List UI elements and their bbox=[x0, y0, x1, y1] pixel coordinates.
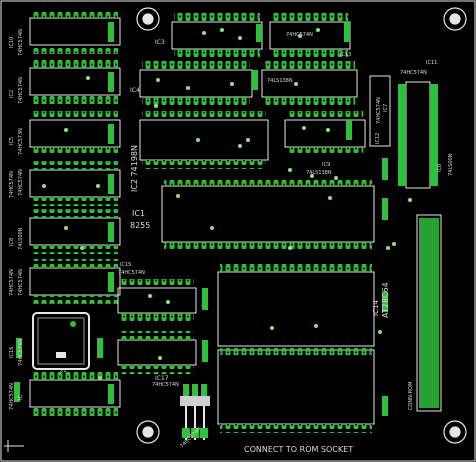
footer-label: CONNECT TO ROM SOCKET bbox=[244, 445, 353, 454]
top-chip-pins bbox=[142, 13, 372, 251]
part-hc574-d: 74HC574N bbox=[400, 70, 427, 76]
ic4-label: IC4 bbox=[130, 87, 140, 94]
ic5-label: IC5 bbox=[9, 137, 15, 145]
ic9-label: IC9 bbox=[322, 162, 330, 168]
labels: IC10 74HC574N IC3 74HC574N IC2 74HC574N … bbox=[9, 29, 454, 454]
part-hc574-k: 74HC574N bbox=[18, 339, 24, 366]
part-at28c64: AT28C64 bbox=[381, 282, 390, 318]
part-hc574-a: 74HC574N bbox=[18, 29, 24, 56]
ic-bottom-label: IC bbox=[18, 395, 24, 400]
part-hc573: 74HC573N bbox=[18, 128, 24, 155]
ic2-74198-label: IC2 74198N bbox=[130, 145, 139, 192]
ic13-label: IC13 bbox=[340, 52, 351, 58]
ic3-label: IC3 bbox=[155, 39, 165, 46]
ic11-label: IC11 bbox=[426, 60, 437, 66]
mounting-holes bbox=[136, 7, 467, 444]
capacitors bbox=[14, 22, 388, 416]
part-hc574-j: 74HC574N bbox=[18, 269, 24, 296]
ic15-label: IC15 bbox=[120, 262, 131, 268]
lower-chip-pins bbox=[120, 263, 372, 433]
part-hc574-i: 74HC574N bbox=[118, 270, 145, 276]
part-ls138-a: 74LS138N bbox=[267, 78, 293, 84]
corner-mark bbox=[4, 440, 24, 452]
ic12-label: IC12 bbox=[375, 133, 381, 144]
part-hc574-c: 74HC574N bbox=[18, 77, 24, 104]
ic16-label: IC16 bbox=[9, 347, 15, 358]
regulator bbox=[180, 384, 210, 440]
crystal-x1 bbox=[32, 312, 90, 370]
ic8-label: IC8 bbox=[9, 238, 15, 246]
part-hc574-f: 74HC574N bbox=[9, 171, 15, 198]
part-ls00-b: 74LS00N bbox=[18, 227, 24, 250]
part-hc574-g: 74HC574N bbox=[18, 169, 24, 196]
vias bbox=[42, 28, 412, 380]
ic1-part-label: 8255 bbox=[130, 221, 150, 230]
part-ls00-a: 74LS00N bbox=[448, 153, 454, 176]
connector-label: CONN-ROM bbox=[408, 382, 414, 410]
right-chip-pins bbox=[398, 84, 438, 186]
part-hc574-b: 74HC574N bbox=[286, 32, 313, 38]
ic2-label: IC2 bbox=[9, 90, 15, 98]
part-hc574-e: 74HC574N bbox=[376, 97, 382, 124]
ic14-label: IC14 bbox=[372, 300, 380, 316]
header-connector bbox=[416, 214, 442, 412]
ic1-label: IC1 bbox=[132, 209, 145, 218]
part-hc574-l: 74HC574N bbox=[152, 382, 179, 388]
ic10-label: IC10 bbox=[9, 37, 15, 48]
ic6-label: IC6 bbox=[437, 164, 443, 172]
part-hc574-h: 74HC574N bbox=[9, 269, 15, 296]
ic17-label: IC17 bbox=[155, 375, 169, 382]
part-ls138-b: 74LS138N bbox=[306, 170, 332, 176]
part-hc574-m: 74HC574N bbox=[9, 383, 15, 410]
x1-label: X1 bbox=[60, 368, 67, 374]
ic7-label: IC7 bbox=[383, 104, 389, 112]
left-chip-pins bbox=[32, 9, 118, 416]
